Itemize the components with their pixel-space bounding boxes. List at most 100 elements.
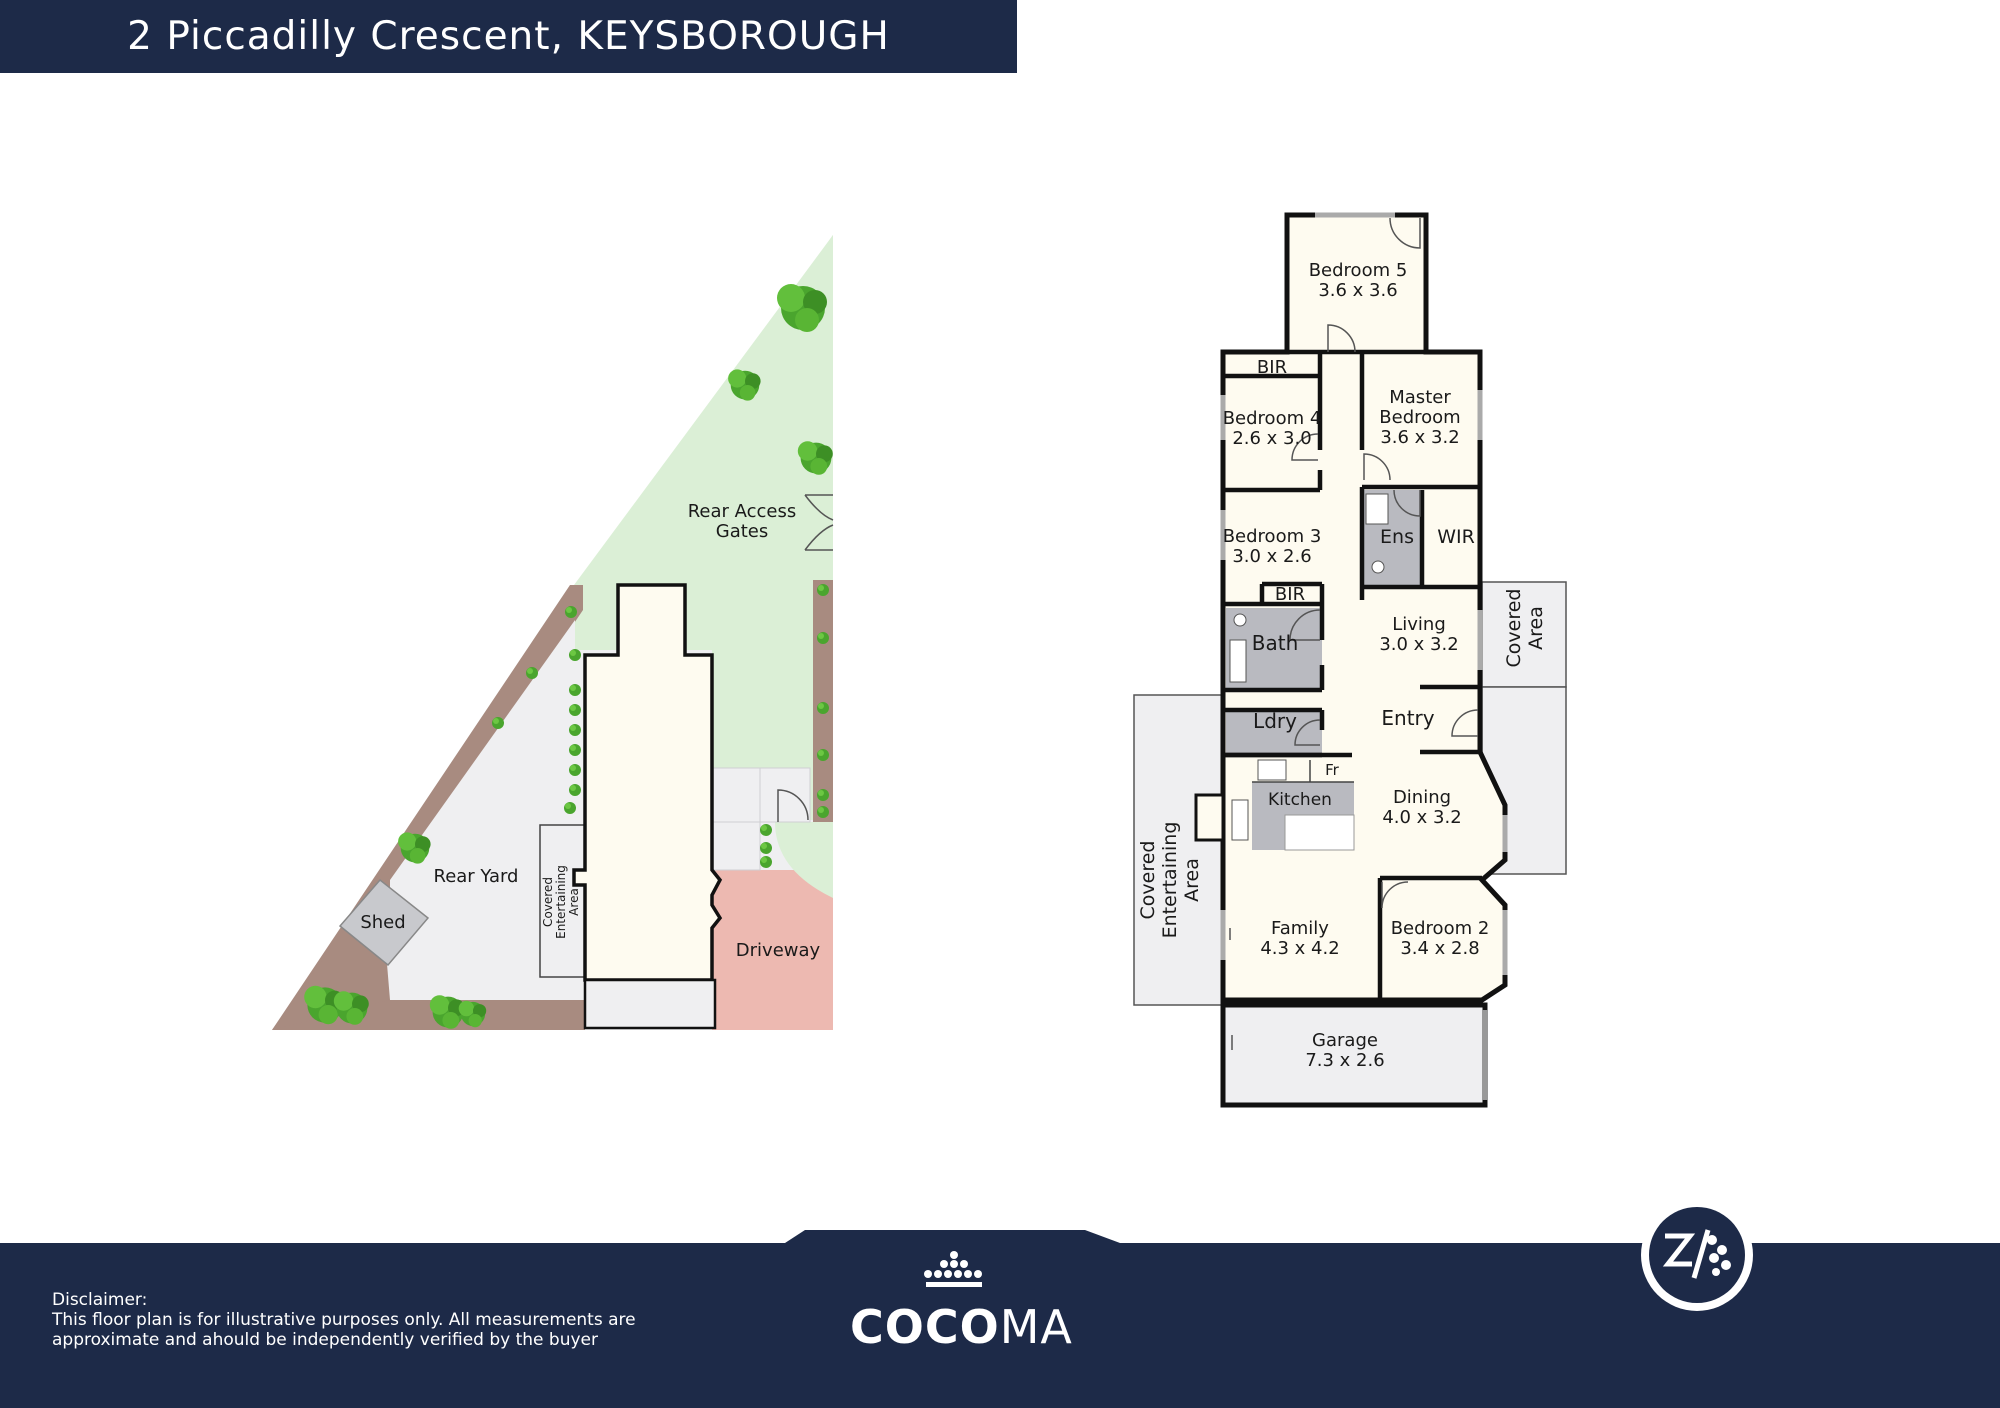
tree-icon (569, 724, 581, 736)
rear-yard-label: Rear Yard (434, 866, 519, 887)
bir-mid-label: BIR (1275, 584, 1305, 605)
house-footprint (572, 583, 723, 982)
garage-size: 7.3 x 2.6 (1305, 1050, 1384, 1071)
family-name: Family (1271, 918, 1329, 939)
ldry-wet-area (1226, 710, 1322, 753)
disclaimer-title: Disclaimer: (52, 1290, 148, 1310)
living-name: Living (1392, 614, 1446, 635)
site-covered-area (539, 824, 586, 978)
tree-icon (817, 789, 829, 801)
door-swings (1229, 217, 1479, 1050)
fr-label: Fr (1325, 761, 1340, 779)
svg-text:Entertaining: Entertaining (1159, 822, 1181, 939)
shed-shape (338, 878, 430, 967)
garage-name: Garage (1312, 1030, 1378, 1051)
tree-icon (817, 702, 829, 714)
driveway-curve (775, 822, 833, 898)
tree-icon (569, 764, 581, 776)
footer-band (0, 1199, 2000, 1408)
site-garage (583, 978, 717, 1030)
garden-bed-right (813, 580, 833, 822)
living-size: 3.0 x 3.2 (1379, 634, 1458, 655)
tree-icon (569, 744, 581, 756)
master-name-2: Bedroom (1379, 407, 1460, 428)
rear-access-label-2: Gates (716, 521, 769, 542)
master-size: 3.6 x 3.2 (1380, 427, 1459, 448)
side-door-arc (777, 789, 809, 822)
cooktop (1257, 759, 1287, 781)
paving-3 (711, 821, 761, 871)
ens-toilet (1371, 560, 1385, 574)
bedroom2-name: Bedroom 2 (1391, 918, 1490, 939)
dining-size: 4.0 x 3.2 (1382, 807, 1461, 828)
bedroom3-size: 3.0 x 2.6 (1232, 546, 1311, 567)
bedroom3-name: Bedroom 3 (1223, 526, 1322, 547)
toilet (1233, 613, 1247, 627)
driveway-area (712, 870, 833, 1030)
svg-text:Covered: Covered (1503, 589, 1525, 668)
svg-text:Covered: Covered (1137, 841, 1159, 920)
paving-1 (711, 767, 761, 823)
crown-dots-icon (924, 1251, 982, 1287)
bedroom4-name: Bedroom 4 (1223, 408, 1322, 429)
page-title: 2 Piccadilly Crescent, KEYSBOROUGH (127, 14, 890, 59)
tree-icon (760, 842, 772, 854)
tree-icon (492, 717, 504, 729)
title-banner (0, 0, 1017, 73)
disclaimer-line-1: This floor plan is for illustrative purp… (52, 1310, 636, 1330)
bedroom4-size: 2.6 x 3.0 (1232, 428, 1311, 449)
tree-icon (760, 856, 772, 868)
tree-icon (817, 632, 829, 644)
ens-shower (1365, 493, 1389, 525)
tree-icon (564, 802, 576, 814)
kitchen-island (1284, 814, 1355, 851)
tree-icon (760, 824, 772, 836)
bir-top-label: BIR (1257, 357, 1287, 378)
garage (1220, 1002, 1488, 1108)
bedroom5-name: Bedroom 5 (1309, 260, 1408, 281)
wir-label: WIR (1437, 526, 1475, 548)
tree-icon (569, 784, 581, 796)
brand-logo: COCOMA (850, 1300, 1072, 1354)
bathtub (1229, 639, 1247, 683)
svg-text:Area: Area (1181, 858, 1203, 902)
kitchen-window-bay (1194, 793, 1225, 842)
tree-icon (569, 704, 581, 716)
tree-icon (565, 606, 577, 618)
master-name-1: Master (1389, 387, 1451, 408)
windows (1220, 212, 1508, 975)
floor-plan: Bedroom 5 3.6 x 3.6 BIR Bedroom 4 2.6 x … (1133, 212, 1567, 1108)
ens-label: Ens (1380, 526, 1414, 548)
rear-access-label: Rear Access (688, 501, 797, 522)
bath-label: Bath (1252, 631, 1299, 655)
tree-icon (569, 684, 581, 696)
site-covered-label: Covered Entertaining Area (541, 865, 581, 939)
svg-text:Area: Area (1525, 606, 1547, 650)
tree-icon (526, 667, 538, 679)
tree-icon (817, 806, 829, 818)
shed-label: Shed (360, 912, 405, 933)
svg-text:Covered: Covered (541, 877, 555, 927)
brand-light: MA (999, 1300, 1073, 1354)
site-plan: Rear Access Gates Rear Yard Shed Drivewa… (272, 235, 834, 1030)
tree-icon (817, 749, 829, 761)
svg-text:Entertaining: Entertaining (554, 865, 568, 939)
bedroom2-size: 3.4 x 2.8 (1400, 938, 1479, 959)
rear-gates (804, 494, 834, 551)
dining-name: Dining (1393, 787, 1451, 808)
tree-icon (569, 649, 581, 661)
driveway-label: Driveway (736, 940, 821, 961)
lawn-fill (574, 235, 833, 585)
compass-logo-icon (1641, 1199, 1753, 1311)
kitchen-sink (1231, 799, 1249, 841)
brand-bold: COCO (850, 1300, 1000, 1354)
bedroom5-size: 3.6 x 3.6 (1318, 280, 1397, 301)
entry-label: Entry (1381, 706, 1434, 730)
covered-area-label: Covered Area (1503, 589, 1547, 668)
rear-yard-area (390, 620, 575, 995)
disclaimer-line-2: approximate and ahould be independently … (52, 1330, 598, 1350)
house-body (1220, 212, 1508, 1003)
family-size: 4.3 x 4.2 (1260, 938, 1339, 959)
covered-entertaining-area (1133, 694, 1223, 1006)
